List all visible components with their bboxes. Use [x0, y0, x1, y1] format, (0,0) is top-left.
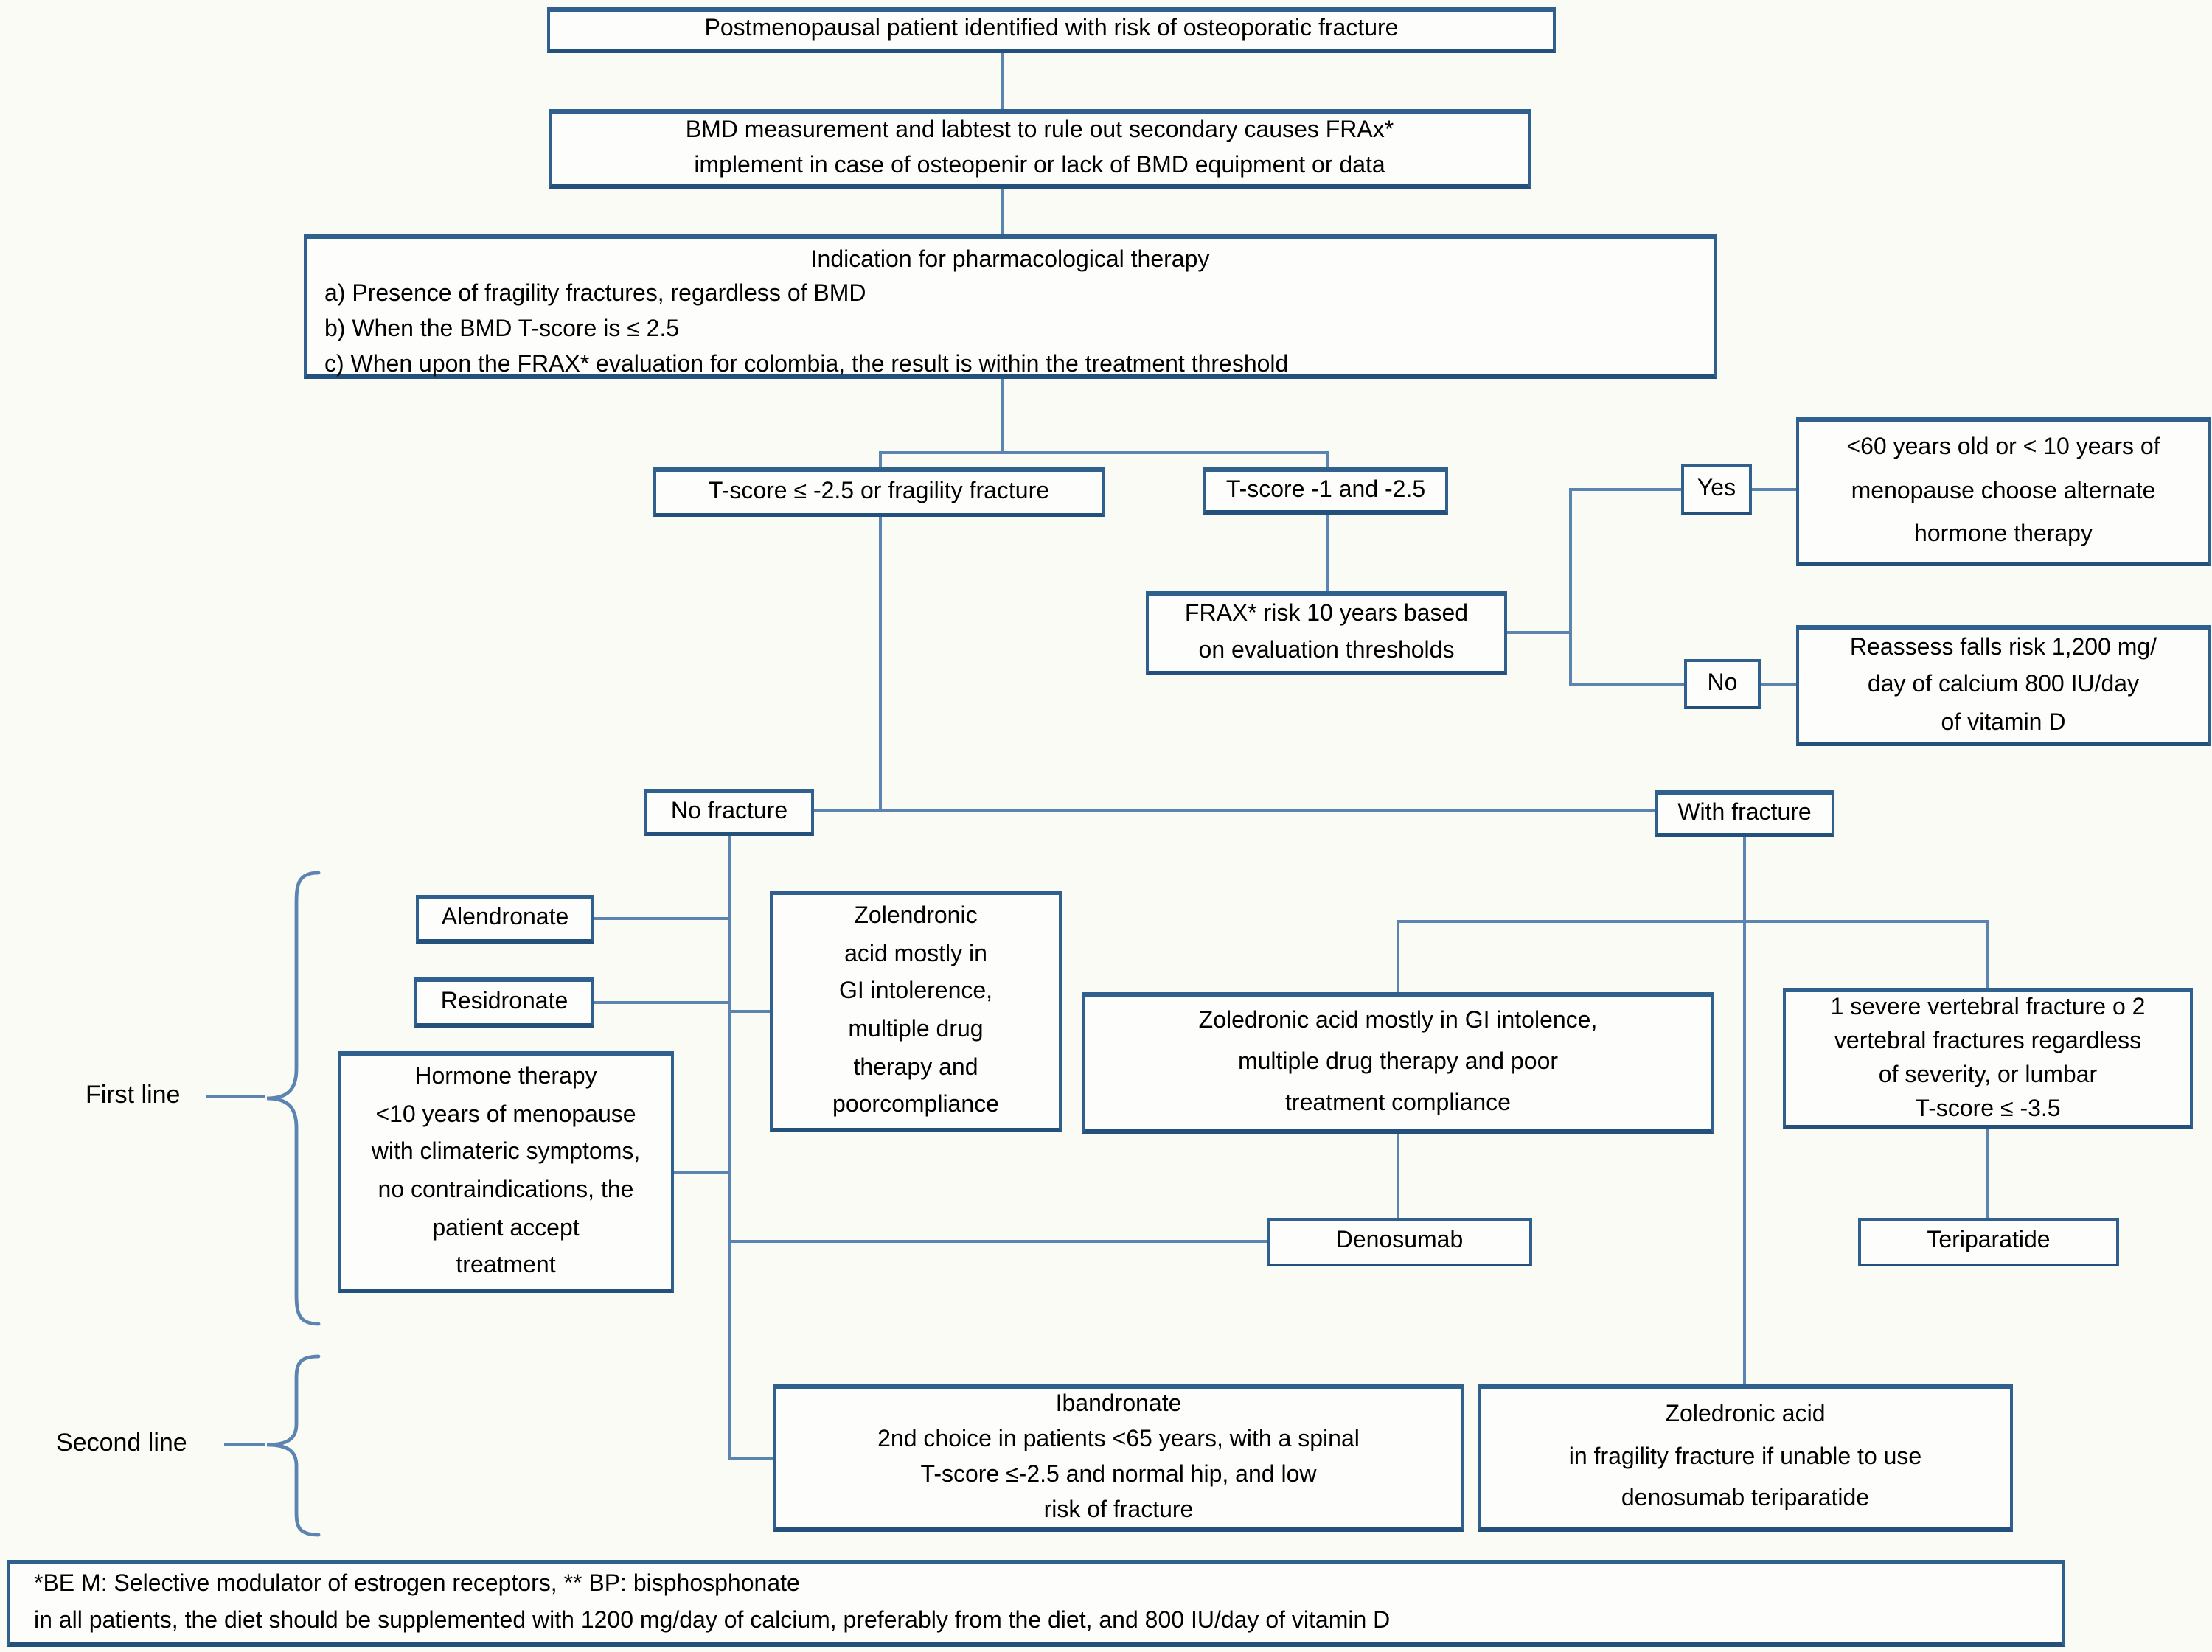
node-no: No	[1684, 659, 1761, 709]
indication-items: a) Presence of fragility fractures, rega…	[324, 282, 1289, 378]
connector	[1569, 488, 1681, 491]
connector	[594, 917, 728, 920]
connector	[1326, 451, 1329, 469]
connector	[731, 1457, 773, 1460]
second-line-label: Second line	[56, 1429, 187, 1457]
connector	[1986, 920, 1989, 988]
connector	[1326, 513, 1329, 593]
node-bmd-measurement: BMD measurement and labtest to rule out …	[549, 109, 1531, 189]
node-yes: Yes	[1681, 464, 1752, 515]
node-residronate: Residronate	[414, 977, 594, 1028]
connector	[879, 451, 882, 469]
connector	[224, 1443, 265, 1446]
first-line-brace	[266, 871, 321, 1326]
connector	[594, 1001, 728, 1004]
node-alendronate: Alendronate	[416, 895, 594, 944]
footnote-box: *BE M: Selective modulator of estrogen r…	[7, 1560, 2065, 1647]
connector	[206, 1095, 265, 1098]
indication-title: Indication for pharmacological therapy	[810, 248, 1210, 273]
connector	[1397, 920, 1989, 923]
connector	[1743, 836, 1746, 1384]
connector	[1761, 683, 1796, 686]
connector	[1001, 53, 1004, 111]
connector	[814, 809, 1655, 812]
connector	[879, 451, 1329, 454]
node-denosumab: Denosumab	[1267, 1218, 1532, 1266]
connector	[1507, 631, 1572, 634]
connector	[879, 516, 882, 812]
node-ibandronate: Ibandronate 2nd choice in patients <65 y…	[773, 1384, 1464, 1532]
node-reassess: Reassess falls risk 1,200 mg/ day of cal…	[1796, 625, 2211, 746]
connector	[674, 1171, 728, 1174]
node-zoledronic-second-line: Zoledronic acid in fragility fracture if…	[1478, 1384, 2013, 1532]
node-tscore-mid: T-score -1 and -2.5	[1203, 467, 1448, 515]
node-start: Postmenopausal patient identified with r…	[547, 7, 1556, 53]
node-zoledronic-with-fracture: Zoledronic acid mostly in GI intolence, …	[1082, 992, 1714, 1134]
node-indication: Indication for pharmacological therapy a…	[304, 234, 1717, 379]
connector	[1986, 1129, 1989, 1218]
connector	[1397, 1134, 1399, 1218]
connector	[1001, 187, 1004, 236]
connector	[731, 1010, 770, 1013]
node-alternate-hormone: <60 years old or < 10 years of menopause…	[1796, 417, 2211, 566]
connector	[1397, 920, 1399, 992]
node-with-fracture: With fracture	[1655, 790, 1834, 837]
node-no-fracture: No fracture	[644, 789, 814, 836]
node-hormone-therapy: Hormone therapy <10 years of menopause w…	[338, 1051, 674, 1293]
node-tscore-low: T-score ≤ -2.5 or fragility fracture	[653, 467, 1105, 517]
node-teriparatide: Teriparatide	[1858, 1218, 2119, 1266]
node-frax-risk: FRAX* risk 10 years based on evaluation …	[1146, 591, 1507, 675]
connector	[1752, 488, 1796, 491]
connector	[1569, 488, 1572, 686]
node-severe-vertebral: 1 severe vertebral fracture o 2 vertebra…	[1783, 988, 2193, 1129]
connector	[728, 834, 731, 1460]
node-zolendronic-first-line: Zolendronic acid mostly in GI intolerenc…	[770, 891, 1062, 1132]
connector	[731, 1240, 1267, 1243]
connector	[1569, 683, 1684, 686]
first-line-label: First line	[86, 1081, 181, 1109]
second-line-brace	[266, 1354, 321, 1537]
connector	[1001, 377, 1004, 454]
